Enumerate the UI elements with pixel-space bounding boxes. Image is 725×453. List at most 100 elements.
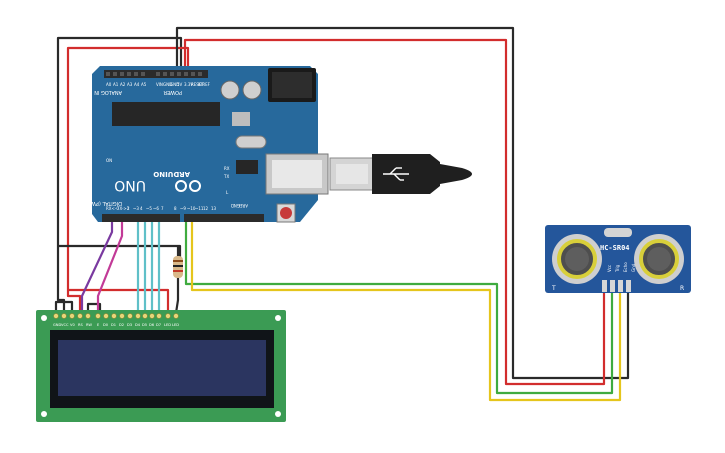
lcd-mount-holes <box>41 315 281 417</box>
lcd-pad <box>127 313 133 319</box>
pin-holes <box>106 72 202 76</box>
lcd-pin-label: D4 <box>135 323 141 327</box>
pin-hole <box>120 72 124 76</box>
digital-pin-label: 7 <box>161 206 164 211</box>
resistor[interactable] <box>173 256 183 278</box>
lcd-16x2-display[interactable]: GND VCC V0 RS RW E D0 D1 D2 D3 D4 D5 D6 … <box>36 310 286 422</box>
tx-label: TX <box>223 174 229 179</box>
power-pin-label: 3.3V <box>184 82 193 87</box>
digital-pin-label: 2 <box>127 206 130 211</box>
wires <box>54 26 630 402</box>
lcd-pin-label: D2 <box>119 323 124 327</box>
transmitter <box>552 234 602 284</box>
wire-yellow-echo <box>190 222 622 402</box>
lcd-pin-label: D1 <box>111 323 116 327</box>
resistor-band-2 <box>173 265 183 267</box>
lcd-pin-label: D0 <box>103 323 109 327</box>
wire-red-5v-lcd <box>66 46 190 313</box>
arduino-uno-board[interactable]: UNO ARDUINO ANALOG IN POWER DIGITAL (PWM… <box>80 66 329 223</box>
lcd-pin-label: LED <box>164 323 171 327</box>
usb-cable[interactable] <box>329 154 472 194</box>
digital-pin-label: 13 <box>211 206 217 211</box>
digital-pin-label: 12 <box>203 206 209 211</box>
lcd-pin-label: LED <box>172 323 179 327</box>
sensor-crystal <box>604 228 632 237</box>
power-pin-label: VIN <box>156 82 163 87</box>
capacitor-2 <box>242 80 262 100</box>
hc-sr04-sensor[interactable]: HC-SR04 T R Vcc Trig Echo Gnd <box>545 225 691 293</box>
analog-in-label: ANALOG IN <box>94 89 122 95</box>
voltage-regulator <box>232 112 250 126</box>
pin-hole <box>156 72 160 76</box>
lcd-pad <box>135 313 141 319</box>
analog-pin-label: A2 <box>120 82 126 87</box>
usb-port-inner <box>272 160 322 188</box>
rx-label: RX <box>224 166 230 171</box>
lcd-pad <box>103 313 109 319</box>
reset-button[interactable] <box>280 207 292 219</box>
header-digital-low <box>102 214 180 222</box>
digital-pin-label: ~11 <box>195 206 204 211</box>
analog-pin-label: A4 <box>134 82 140 87</box>
lcd-pad <box>53 313 59 319</box>
analog-pin-label: A1 <box>113 82 119 87</box>
resistor-band-3 <box>173 270 183 272</box>
sensor-pin-label: Trig <box>615 264 620 273</box>
lcd-pin-labels: GND VCC V0 RS RW E D0 D1 D2 D3 D4 D5 D6 … <box>53 323 179 327</box>
wire-magenta-e <box>96 222 124 313</box>
pin-hole <box>184 72 188 76</box>
resistor-band-1 <box>173 260 183 262</box>
pin-hole <box>134 72 138 76</box>
digital-pin-label: 8 <box>174 206 177 211</box>
mount-hole <box>275 315 281 321</box>
arduino-logo-icon <box>175 180 201 192</box>
top-pin-labels: A0 A1 A2 A3 A4 A5 VIN GND GND 5V 3.3V RE… <box>106 82 211 87</box>
arduino-brand-label: ARDUINO <box>153 170 190 178</box>
l-label: L <box>226 190 229 195</box>
atmega-chip <box>112 102 220 126</box>
pin-hole <box>170 72 174 76</box>
mount-hole <box>41 411 47 417</box>
sensor-pin-label: Gnd <box>631 263 636 272</box>
lcd-pin-label: V0 <box>70 323 75 327</box>
pin-hole <box>106 72 110 76</box>
pin-hole <box>127 72 131 76</box>
digital-pin-label: ~5 <box>146 206 152 211</box>
lcd-pin-label: D5 <box>142 323 147 327</box>
usb-plug-metal-inner <box>336 164 368 184</box>
sensor-pin-labels: Vcc Trig Echo Gnd <box>607 262 636 273</box>
lcd-pad <box>156 313 162 319</box>
sensor-pin <box>602 280 607 292</box>
digital-pin-labels: RX<-0 TX->1 2 ~3 4 ~5 ~6 7 8 ~9 ~10 ~11 … <box>106 206 217 211</box>
lcd-pin-label: E <box>97 323 100 327</box>
power-pin-label: RESET <box>191 82 204 87</box>
wire-black-lcd-loop-1 <box>54 300 74 313</box>
transmitter-mesh <box>565 247 589 271</box>
gnd-label: GND <box>231 203 240 208</box>
sensor-pin-label: Echo <box>623 262 628 272</box>
lcd-pad <box>85 313 91 319</box>
power-pin-label: 5V <box>177 82 183 87</box>
sensor-pin <box>618 280 623 292</box>
sensor-pin <box>610 280 615 292</box>
sensor-r-label: R <box>680 285 684 292</box>
lcd-pin-pads <box>53 313 179 319</box>
pin-hole <box>191 72 195 76</box>
uno-label: UNO <box>114 177 146 193</box>
receiver <box>634 234 684 284</box>
lcd-pin-label: RW <box>86 323 92 327</box>
lcd-pad <box>69 313 75 319</box>
analog-pin-label: A3 <box>127 82 133 87</box>
lcd-pin-label: RS <box>78 323 83 327</box>
lcd-pad <box>165 313 171 319</box>
lcd-pad <box>111 313 117 319</box>
digital-pin-label: ~9 <box>180 206 186 211</box>
sensor-pin-header <box>602 280 631 292</box>
mount-hole <box>41 315 47 321</box>
analog-pin-label: A0 <box>106 82 112 87</box>
sensor-model-label: HC-SR04 <box>600 244 630 252</box>
sensor-pin-label: Vcc <box>607 265 612 272</box>
lcd-pad <box>173 313 179 319</box>
on-label: ON <box>106 158 112 163</box>
